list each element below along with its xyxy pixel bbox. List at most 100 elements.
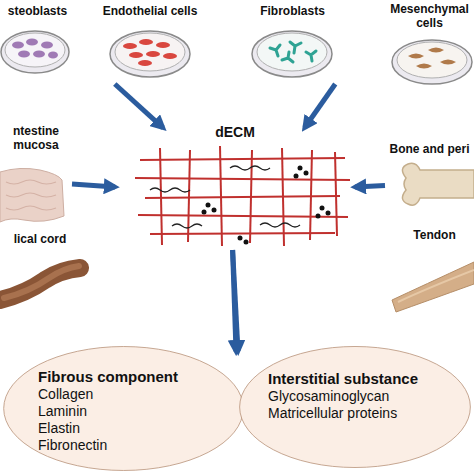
mesh-fiber	[335, 152, 337, 236]
decm-matrix: dECM	[115, 124, 355, 250]
osteoblast-cell	[48, 52, 58, 59]
osteoblast-cell	[33, 51, 45, 58]
flow-arrow	[115, 84, 163, 128]
protein-dot	[298, 166, 303, 171]
node-heading: lical cord	[0, 232, 80, 246]
tissue-sheet	[0, 168, 64, 222]
endothelial-cell	[123, 43, 137, 49]
mesh-fiber	[310, 150, 312, 240]
tissue-source: lical cord	[0, 232, 80, 307]
dish-rim	[252, 31, 332, 77]
component-item: Elastin	[38, 420, 245, 437]
cell-culture: Mesenchymal cells	[385, 2, 474, 88]
dish-rim	[392, 40, 472, 84]
flow-arrow	[233, 250, 238, 351]
endothelial-cell	[156, 42, 170, 48]
fibroblast-cell	[270, 42, 316, 62]
endothelial-cell	[163, 53, 177, 59]
mesh-fiber	[282, 148, 284, 246]
mesh-fiber	[250, 150, 252, 243]
component-item: Fibronectin	[38, 437, 245, 454]
dish-base	[115, 33, 185, 71]
protein-dot	[202, 210, 207, 215]
endothelial-cell	[146, 51, 160, 57]
node-heading: ntestine mucosa	[0, 124, 72, 152]
gag-chains	[150, 166, 300, 228]
dish-base	[257, 33, 327, 71]
arrow-line	[305, 84, 336, 128]
protein-dot	[316, 214, 321, 219]
component-item: Matricellular proteins	[268, 405, 472, 422]
protein-dot	[294, 174, 299, 179]
component-item: Glycosaminoglycan	[268, 388, 472, 405]
intestine-tissue	[0, 168, 64, 222]
protein-dot	[212, 208, 217, 213]
dish-rim	[110, 31, 190, 77]
endothelial-cell	[138, 60, 152, 66]
cell-culture: Fibroblasts	[245, 4, 340, 84]
mesh-fiber	[140, 158, 345, 160]
gag-chain	[260, 223, 300, 227]
arrow-line	[233, 250, 236, 351]
endothelial-cell	[129, 52, 143, 58]
protein-dot	[238, 236, 243, 241]
gag-chain	[172, 224, 202, 228]
tendon-fiber	[398, 270, 474, 302]
node-heading: Interstitial substance	[268, 369, 472, 388]
node-heading: Bone and peri	[385, 142, 474, 156]
node-heading: dECM	[115, 124, 355, 140]
mesh-fiber	[135, 178, 350, 180]
petri-dish	[252, 31, 332, 77]
flow-arrow	[305, 84, 336, 128]
cord-highlight	[4, 266, 79, 298]
tissue-source: Bone and peri	[385, 142, 474, 217]
node-heading: Endothelial cells	[95, 4, 205, 18]
mesh-fiber	[220, 146, 222, 246]
component-ellipse: Interstitial substanceGlycosaminoglycanM…	[238, 345, 472, 469]
protein-dot	[304, 171, 309, 176]
gag-chain	[150, 188, 190, 192]
cell-culture: Endothelial cells	[95, 4, 205, 84]
arrow-line	[72, 184, 115, 187]
flow-arrow	[72, 184, 115, 187]
mesh-fiber	[160, 148, 162, 245]
tendon-image	[392, 262, 474, 312]
osteoblast-cell	[26, 39, 38, 46]
gag-chain	[230, 166, 270, 170]
protein-dots	[202, 166, 331, 245]
node-heading: Tendon	[395, 228, 474, 242]
tissue-texture	[6, 180, 56, 210]
osteoblast-cell	[12, 42, 24, 49]
arrow-line	[233, 250, 238, 351]
arrow-line	[115, 84, 163, 128]
node-heading: steoblasts	[0, 4, 75, 18]
petri-dish	[1, 31, 69, 73]
bone-image	[402, 163, 474, 205]
dish-base	[397, 42, 467, 78]
arrow-line	[355, 186, 385, 188]
osteoblast-cell	[18, 51, 30, 58]
petri-dish	[392, 40, 472, 84]
tissue-source: ntestine mucosa	[0, 124, 72, 224]
flow-arrow	[355, 186, 385, 188]
endothelial-cell	[139, 39, 153, 45]
protein-dot	[206, 203, 211, 208]
component-item: Laminin	[38, 403, 245, 420]
protein-dot	[326, 211, 331, 216]
protein-dot	[244, 240, 249, 245]
osteoblast-cell	[41, 42, 53, 49]
mesenchymal-cell	[408, 48, 456, 69]
node-heading: Mesenchymal cells	[385, 2, 474, 30]
dish-base	[5, 33, 65, 67]
protein-dot	[320, 206, 325, 211]
node-heading: Fibrous component	[38, 367, 245, 386]
tissue-source: Tendon	[395, 228, 474, 308]
flow-arrow	[233, 250, 236, 351]
node-heading: Fibroblasts	[245, 4, 340, 18]
component-item: Collagen	[38, 386, 245, 403]
dish-rim	[1, 31, 69, 73]
petri-dish	[110, 31, 190, 77]
decm-mesh	[135, 146, 350, 246]
component-ellipse: Fibrous componentCollagenLamininElastinF…	[2, 345, 245, 472]
mesh-fiber	[150, 233, 335, 234]
